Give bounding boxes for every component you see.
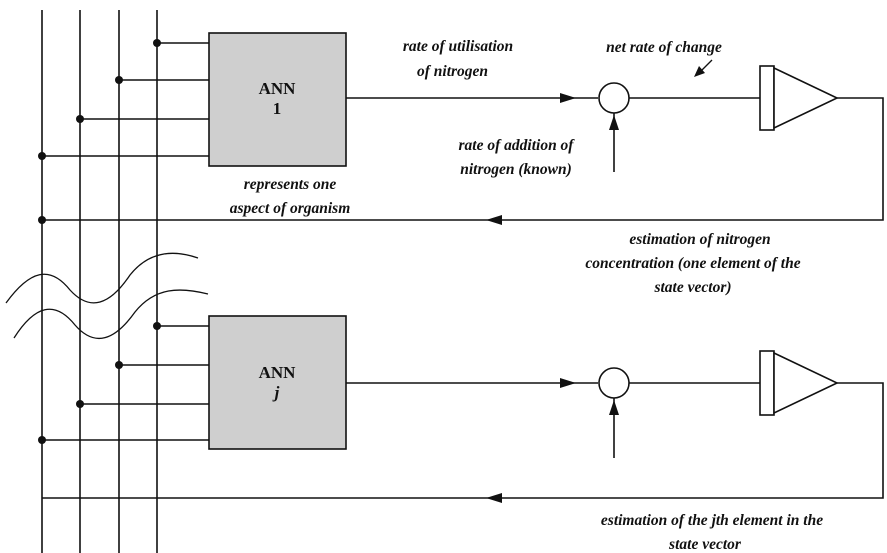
label-net-rate: net rate of change (606, 39, 722, 56)
net-rate-pointer-head (694, 66, 705, 77)
junction-dot (76, 115, 84, 123)
junction-dot (38, 152, 46, 160)
label-estimation-j-1: estimation of the jth element in the (601, 512, 823, 529)
feedback-j (42, 382, 884, 499)
label-estimation-j-2: state vector (668, 536, 742, 553)
annj-output-arrow (560, 378, 576, 388)
junction-dot (38, 436, 46, 444)
label-estimation-n-3: state vector) (653, 279, 731, 296)
junction-dot (115, 361, 123, 369)
junction-dot (153, 39, 161, 47)
ann1-index: 1 (273, 99, 282, 118)
feedback-j-arrow (486, 493, 502, 503)
junction-dot (76, 400, 84, 408)
ann1-output-arrow (560, 93, 576, 103)
break-line-upper (5, 252, 199, 304)
label-estimation-n-1: estimation of nitrogen (629, 231, 770, 248)
integrator-j-triangle (773, 351, 839, 415)
annj-box (208, 315, 347, 450)
label-addition-1: rate of addition of (459, 137, 576, 154)
label-represents-1: represents one (244, 176, 337, 193)
ann1-box (208, 32, 347, 167)
integrator-1-plate (759, 65, 775, 131)
junction-dot (38, 216, 46, 224)
junction-dot (153, 322, 161, 330)
addition-arrow-1 (609, 115, 619, 130)
annj-title: ANN (259, 363, 297, 382)
integrator-j-plate (759, 350, 775, 416)
label-utilisation-1: rate of utilisation (403, 38, 513, 55)
label-represents-2: aspect of organism (230, 200, 351, 217)
annj-index: j (272, 383, 280, 402)
summing-junction-j (598, 367, 630, 399)
integrator-1-triangle (773, 66, 839, 130)
label-addition-2: nitrogen (known) (460, 161, 572, 178)
feedback-1 (42, 97, 884, 221)
break-line-lower (13, 289, 209, 340)
label-utilisation-2: of nitrogen (417, 63, 488, 80)
junction-dot (115, 76, 123, 84)
feedback-1-arrow (486, 215, 502, 225)
addition-arrow-j (609, 400, 619, 415)
label-estimation-n-2: concentration (one element of the (585, 255, 800, 272)
ann1-title: ANN (259, 79, 297, 98)
summing-junction-1 (598, 82, 630, 114)
